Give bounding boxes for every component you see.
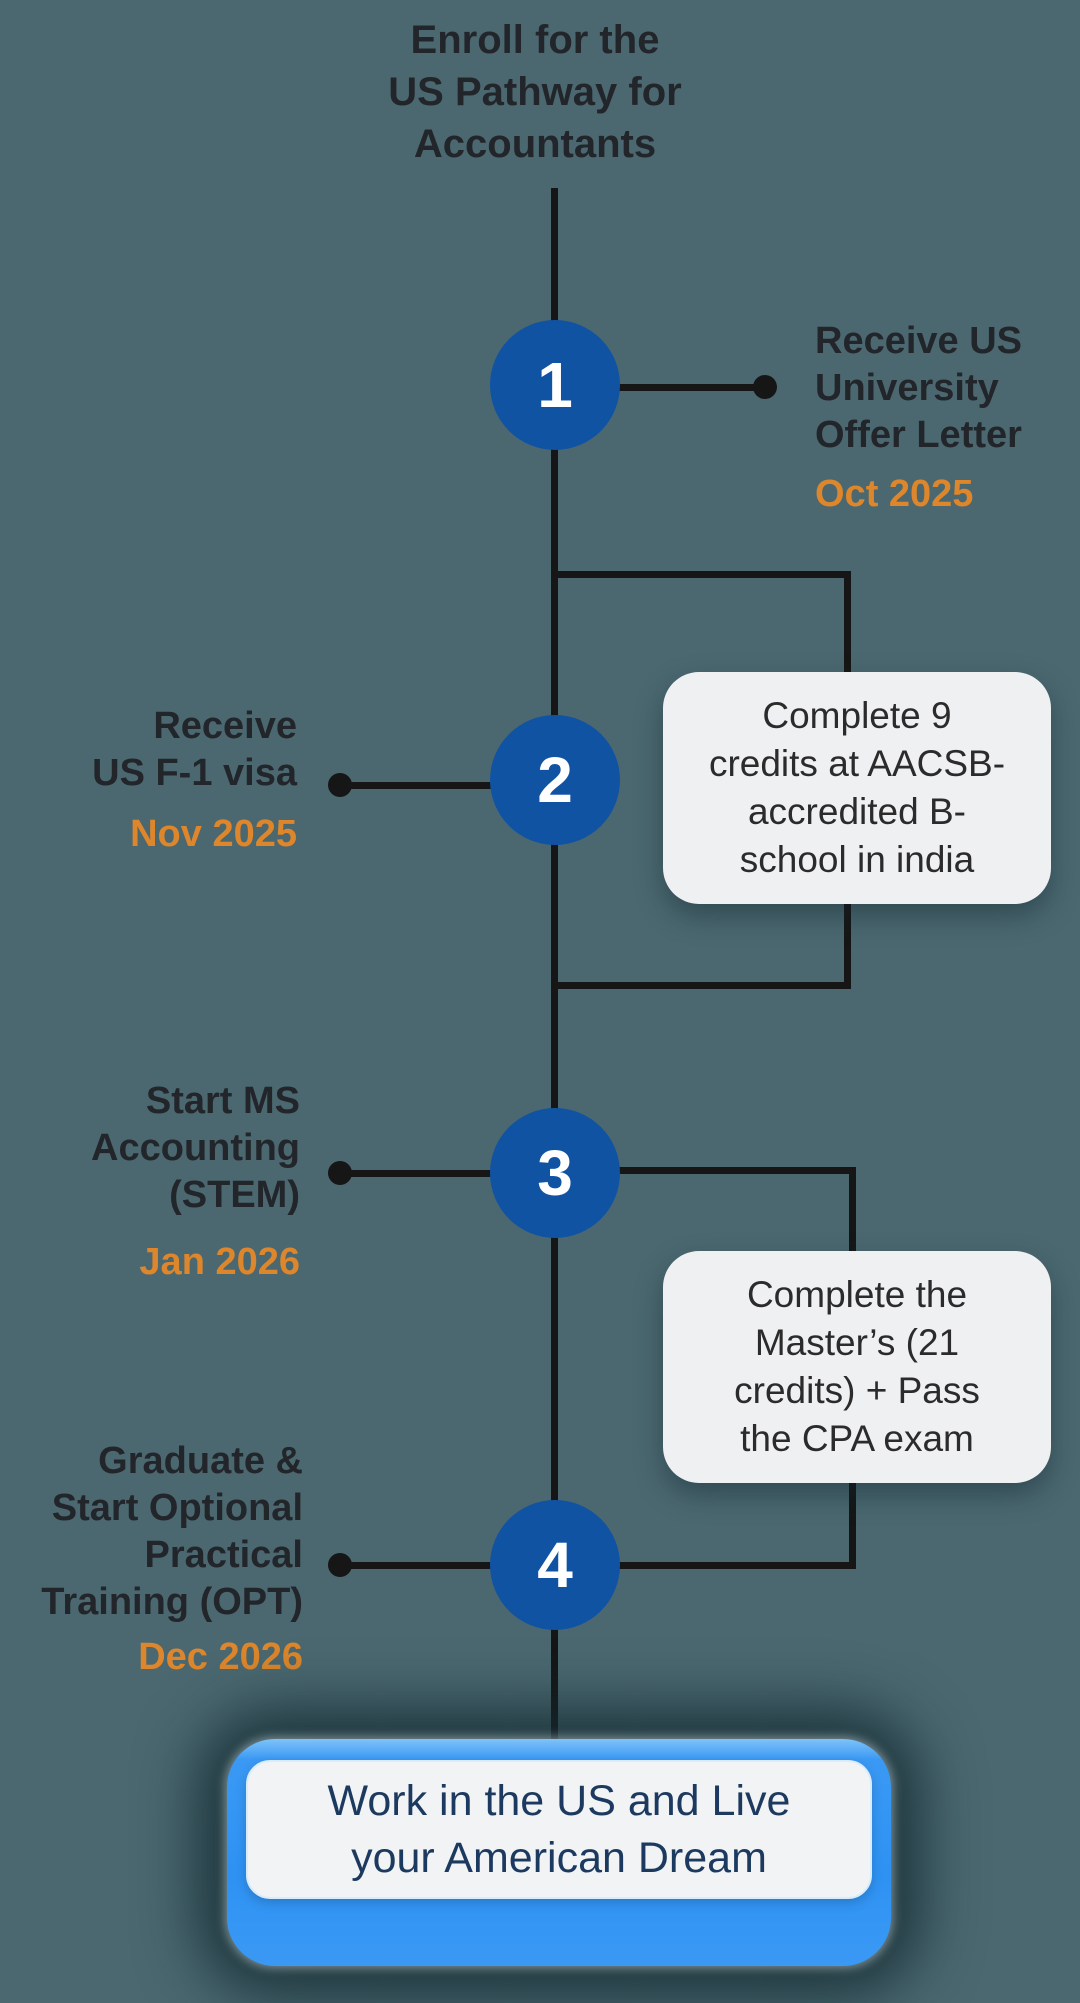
bracket1-bottom-line bbox=[558, 982, 851, 989]
cta-card: Work in the US and Live your American Dr… bbox=[246, 1760, 872, 1899]
connector-line-step4 bbox=[340, 1562, 492, 1569]
step2-label-block: Receive US F-1 visa Nov 2025 bbox=[92, 703, 297, 858]
timeline-main-line bbox=[551, 188, 558, 1742]
step4-date: Dec 2026 bbox=[138, 1636, 303, 1678]
info-card-credits: Complete 9 credits at AACSB- accredited … bbox=[663, 672, 1051, 904]
step3-label-block: Start MS Accounting (STEM) Jan 2026 bbox=[91, 1078, 300, 1286]
step-circle-2: 2 bbox=[490, 715, 620, 845]
step-number-2: 2 bbox=[537, 744, 573, 816]
step2-label: Receive US F-1 visa bbox=[92, 705, 297, 794]
cta-text: Work in the US and Live your American Dr… bbox=[327, 1776, 791, 1882]
step-number-3: 3 bbox=[537, 1137, 573, 1209]
step-circle-3: 3 bbox=[490, 1108, 620, 1238]
step4-label: Graduate & Start Optional Practical Trai… bbox=[41, 1440, 303, 1623]
step-number-4: 4 bbox=[537, 1529, 573, 1601]
step-circle-4: 4 bbox=[490, 1500, 620, 1630]
connector-line-step1 bbox=[619, 384, 765, 391]
page-title: Enroll for the US Pathway for Accountant… bbox=[388, 18, 682, 166]
step2-date: Nov 2025 bbox=[130, 813, 297, 855]
info-card-credits-text: Complete 9 credits at AACSB- accredited … bbox=[708, 695, 1006, 880]
connector-dot-step4 bbox=[328, 1553, 352, 1577]
bracket1-top-line bbox=[558, 571, 851, 578]
connector-dot-step1 bbox=[753, 375, 777, 399]
step-number-1: 1 bbox=[537, 349, 573, 421]
step3-date: Jan 2026 bbox=[139, 1241, 300, 1283]
connector-line-step3 bbox=[340, 1170, 492, 1177]
connector-line-step2 bbox=[340, 782, 492, 789]
connector-dot-step2 bbox=[328, 773, 352, 797]
connector-dot-step3 bbox=[328, 1161, 352, 1185]
bracket2-bottom-line bbox=[558, 1562, 856, 1569]
step1-label-block: Receive US University Offer Letter Oct 2… bbox=[815, 318, 1080, 518]
bracket2-top-line bbox=[558, 1167, 856, 1174]
step3-label: Start MS Accounting (STEM) bbox=[91, 1080, 300, 1216]
info-card-masters-cpa: Complete the Master’s (21 credits) + Pas… bbox=[663, 1251, 1051, 1483]
step4-label-block: Graduate & Start Optional Practical Trai… bbox=[41, 1438, 303, 1681]
step1-label: Receive US University Offer Letter bbox=[815, 320, 1023, 456]
info-card-masters-cpa-text: Complete the Master’s (21 credits) + Pas… bbox=[734, 1274, 980, 1459]
step1-date: Oct 2025 bbox=[815, 473, 974, 515]
cta-banner[interactable]: Work in the US and Live your American Dr… bbox=[227, 1739, 891, 1966]
step-circle-1: 1 bbox=[490, 320, 620, 450]
